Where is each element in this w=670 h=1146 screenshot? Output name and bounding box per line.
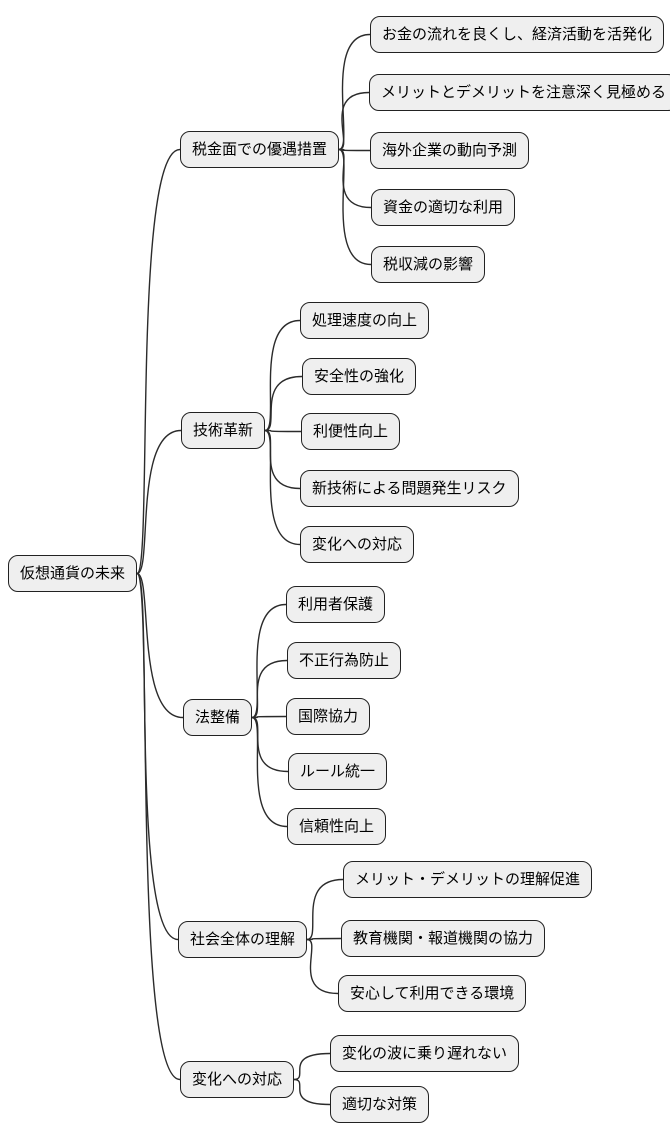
leaf-node: 不正行為防止: [287, 642, 402, 679]
leaf-node: お金の流れを良くし、経済活動を活発化: [370, 16, 665, 53]
leaf-node: 利便性向上: [301, 413, 401, 450]
leaf-node: 安全性の強化: [302, 358, 417, 395]
mindmap-edge: [338, 91, 370, 151]
mindmap-edge: [306, 938, 339, 995]
leaf-node: 利用者保護: [286, 586, 386, 623]
mindmap-edge: [338, 33, 371, 151]
mindmap-edge: [251, 716, 288, 828]
mindmap-edge: [338, 148, 371, 152]
leaf-node: 税収減の影響: [371, 246, 486, 283]
leaf-node: ルール統一: [288, 753, 388, 790]
leaf-node: メリットとデメリットを注意深く見極める: [369, 74, 670, 111]
leaf-node: 教育機関・報道機関の協力: [341, 920, 546, 957]
mindmap-edge: [306, 878, 344, 941]
mindmap-edge: [251, 659, 288, 719]
leaf-node: 信頼性向上: [287, 808, 387, 845]
mindmap-edge: [293, 1052, 331, 1081]
leaf-node: 海外企業の動向予測: [370, 132, 530, 169]
mindmap-edge: [251, 603, 287, 719]
mindmap-edge: [293, 1078, 331, 1106]
leaf-node: 適切な対策: [330, 1086, 430, 1123]
branch-node-adapting-to-change: 変化への対応: [180, 1061, 295, 1098]
mindmap-edge: [264, 319, 301, 432]
mindmap-edge: [264, 375, 303, 432]
mindmap-edge: [306, 937, 342, 941]
mindmap-edge: [251, 715, 287, 719]
branch-node-social-understanding: 社会全体の理解: [178, 921, 308, 958]
mindmap-edge: [136, 572, 181, 1081]
mindmap-edge: [264, 429, 302, 433]
leaf-node: 変化の波に乗り遅れない: [330, 1035, 520, 1072]
mindmap-edge: [136, 148, 181, 575]
mindmap-edge: [136, 572, 184, 719]
mindmap-edge: [338, 148, 372, 266]
leaf-node: 安心して利用できる環境: [338, 975, 527, 1012]
mindmap-edge: [136, 429, 182, 575]
mindmap-edge: [264, 429, 301, 546]
branch-node-legal-framework: 法整備: [183, 699, 253, 736]
leaf-node: メリット・デメリットの理解促進: [343, 861, 593, 898]
leaf-node: 国際協力: [286, 698, 371, 735]
leaf-node: 変化への対応: [300, 526, 415, 563]
leaf-node: 新技術による問題発生リスク: [300, 470, 519, 507]
root-node: 仮想通貨の未来: [8, 555, 138, 592]
leaf-node: 資金の適切な利用: [371, 189, 516, 226]
branch-node-tech-innovation: 技術革新: [181, 412, 266, 449]
leaf-node: 処理速度の向上: [300, 302, 430, 339]
branch-node-tax-measures: 税金面での優遇措置: [180, 131, 340, 168]
